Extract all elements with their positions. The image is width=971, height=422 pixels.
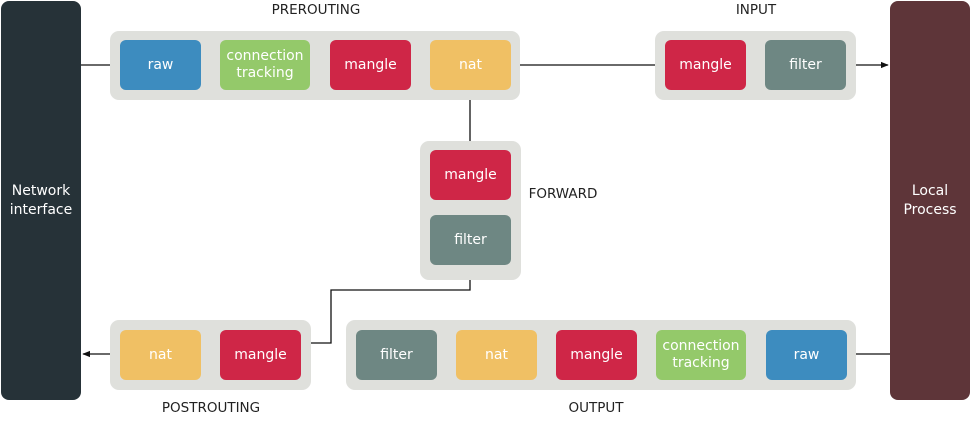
table-label: connection tracking [226,48,304,81]
chain-label-input: INPUT [735,2,777,18]
table-label: filter [380,346,413,363]
forward-filter-table: filter [430,215,511,265]
table-label: mangle [570,346,623,363]
local-process: Local Process [890,1,970,400]
prerouting-raw-table: raw [120,40,201,90]
prerouting-nat-table: nat [430,40,511,90]
table-label: nat [149,346,172,363]
table-label: mangle [444,166,497,183]
postrouting-mangle-table: mangle [220,330,301,380]
arrow-forward-to-postrouting [301,264,471,347]
table-label: mangle [679,56,732,73]
chain-label-prerouting: PREROUTING [271,2,361,18]
table-label: connection tracking [662,338,740,371]
output-connection-tracking: connection tracking [656,330,746,380]
output-nat-table: nat [456,330,537,380]
table-label: filter [454,231,487,248]
forward-mangle-table: mangle [430,150,511,200]
postrouting-nat-table: nat [120,330,201,380]
table-label: mangle [234,346,287,363]
table-label: nat [459,56,482,73]
chain-label-forward: FORWARD [528,186,598,202]
table-label: mangle [344,56,397,73]
table-label: raw [147,56,174,73]
input-filter-table: filter [765,40,846,90]
output-filter-table: filter [356,330,437,380]
input-mangle-table: mangle [665,40,746,90]
chain-label-output: OUTPUT [568,400,624,416]
table-label: raw [793,346,820,363]
output-raw-table: raw [766,330,847,380]
chain-label-postrouting: POSTROUTING [161,400,261,416]
network-interface: Network interface [1,1,81,400]
table-label: nat [485,346,508,363]
table-label: filter [789,56,822,73]
output-mangle-table: mangle [556,330,637,380]
prerouting-mangle-table: mangle [330,40,411,90]
prerouting-connection-tracking: connection tracking [220,40,310,90]
